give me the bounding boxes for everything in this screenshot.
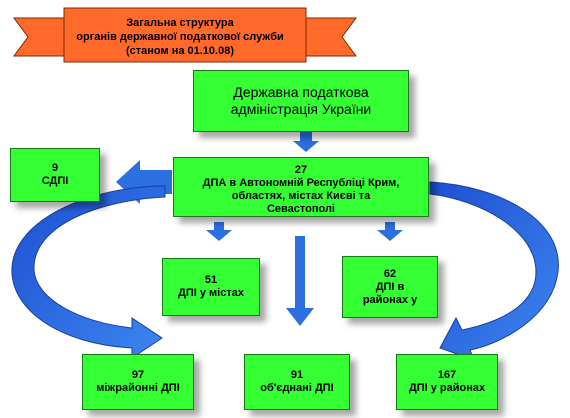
- curved-arrow-left: [11, 185, 166, 359]
- mid-left-box-count: 51: [204, 274, 218, 286]
- curved-arrow-right: [429, 181, 559, 361]
- mid-right-box-line-1: ДПІ в: [375, 280, 405, 293]
- left-box-count: 9: [51, 162, 59, 174]
- banner-line-2: органів державної податкової служби: [76, 31, 284, 43]
- bottom-mid-box-label: об'єднані ДПІ: [260, 382, 334, 394]
- mid-right-box-line-2: районах у: [362, 293, 418, 306]
- center-box-line-1: ДПА в Автономній Республіці Крим,: [202, 177, 400, 189]
- bottom-left-box-count: 97: [131, 369, 145, 381]
- arrow-center-to-cities: [206, 222, 232, 241]
- bottom-right-box-count: 167: [437, 369, 457, 381]
- arrow-center-to-districts: [377, 222, 403, 241]
- arrow-top-to-center: [293, 131, 319, 152]
- banner-text: Загальна структура органів державної под…: [74, 16, 286, 58]
- bottom-mid-box-joint-dpi: 91 об'єднані ДПІ: [244, 354, 350, 410]
- bottom-mid-box-count: 91: [290, 369, 304, 381]
- left-box-sdpi: 9 СДПІ: [10, 148, 100, 202]
- top-box-sta-ukraine: Державна податкова адміністрація України: [193, 70, 409, 132]
- top-box-line-2: адміністрація України: [230, 101, 372, 117]
- center-box-line-2: областях, містах Києві та: [231, 190, 371, 202]
- mid-right-box-count: 62: [383, 267, 397, 280]
- center-box-count: 27: [294, 164, 308, 176]
- arrow-center-to-joint: [286, 236, 314, 326]
- mid-left-box-label: ДПІ у містах: [178, 287, 244, 299]
- bottom-right-box-district-dpi: 167 ДПІ у районах: [396, 354, 498, 410]
- banner-line-1: Загальна структура: [126, 17, 234, 29]
- bottom-left-box-label: міжрайонні ДПІ: [96, 382, 180, 394]
- center-box-line-3: Севастополі: [266, 203, 335, 215]
- top-box-line-1: Державна податкова: [233, 84, 369, 100]
- center-box-regional-dpa: 27 ДПА в Автономній Республіці Крим, обл…: [173, 157, 429, 217]
- banner-line-3: (станом на 01.10.08): [126, 45, 234, 57]
- left-box-label: СДПІ: [41, 175, 69, 187]
- bottom-left-box-interdistrict-dpi: 97 міжрайонні ДПІ: [82, 354, 194, 410]
- mid-left-box-city-dpi: 51 ДПІ у містах: [162, 258, 260, 316]
- mid-right-box-district-dpi: 62 ДПІ в районах у: [342, 256, 438, 318]
- bottom-right-box-label: ДПІ у районах: [408, 382, 486, 394]
- title-banner: [13, 7, 357, 63]
